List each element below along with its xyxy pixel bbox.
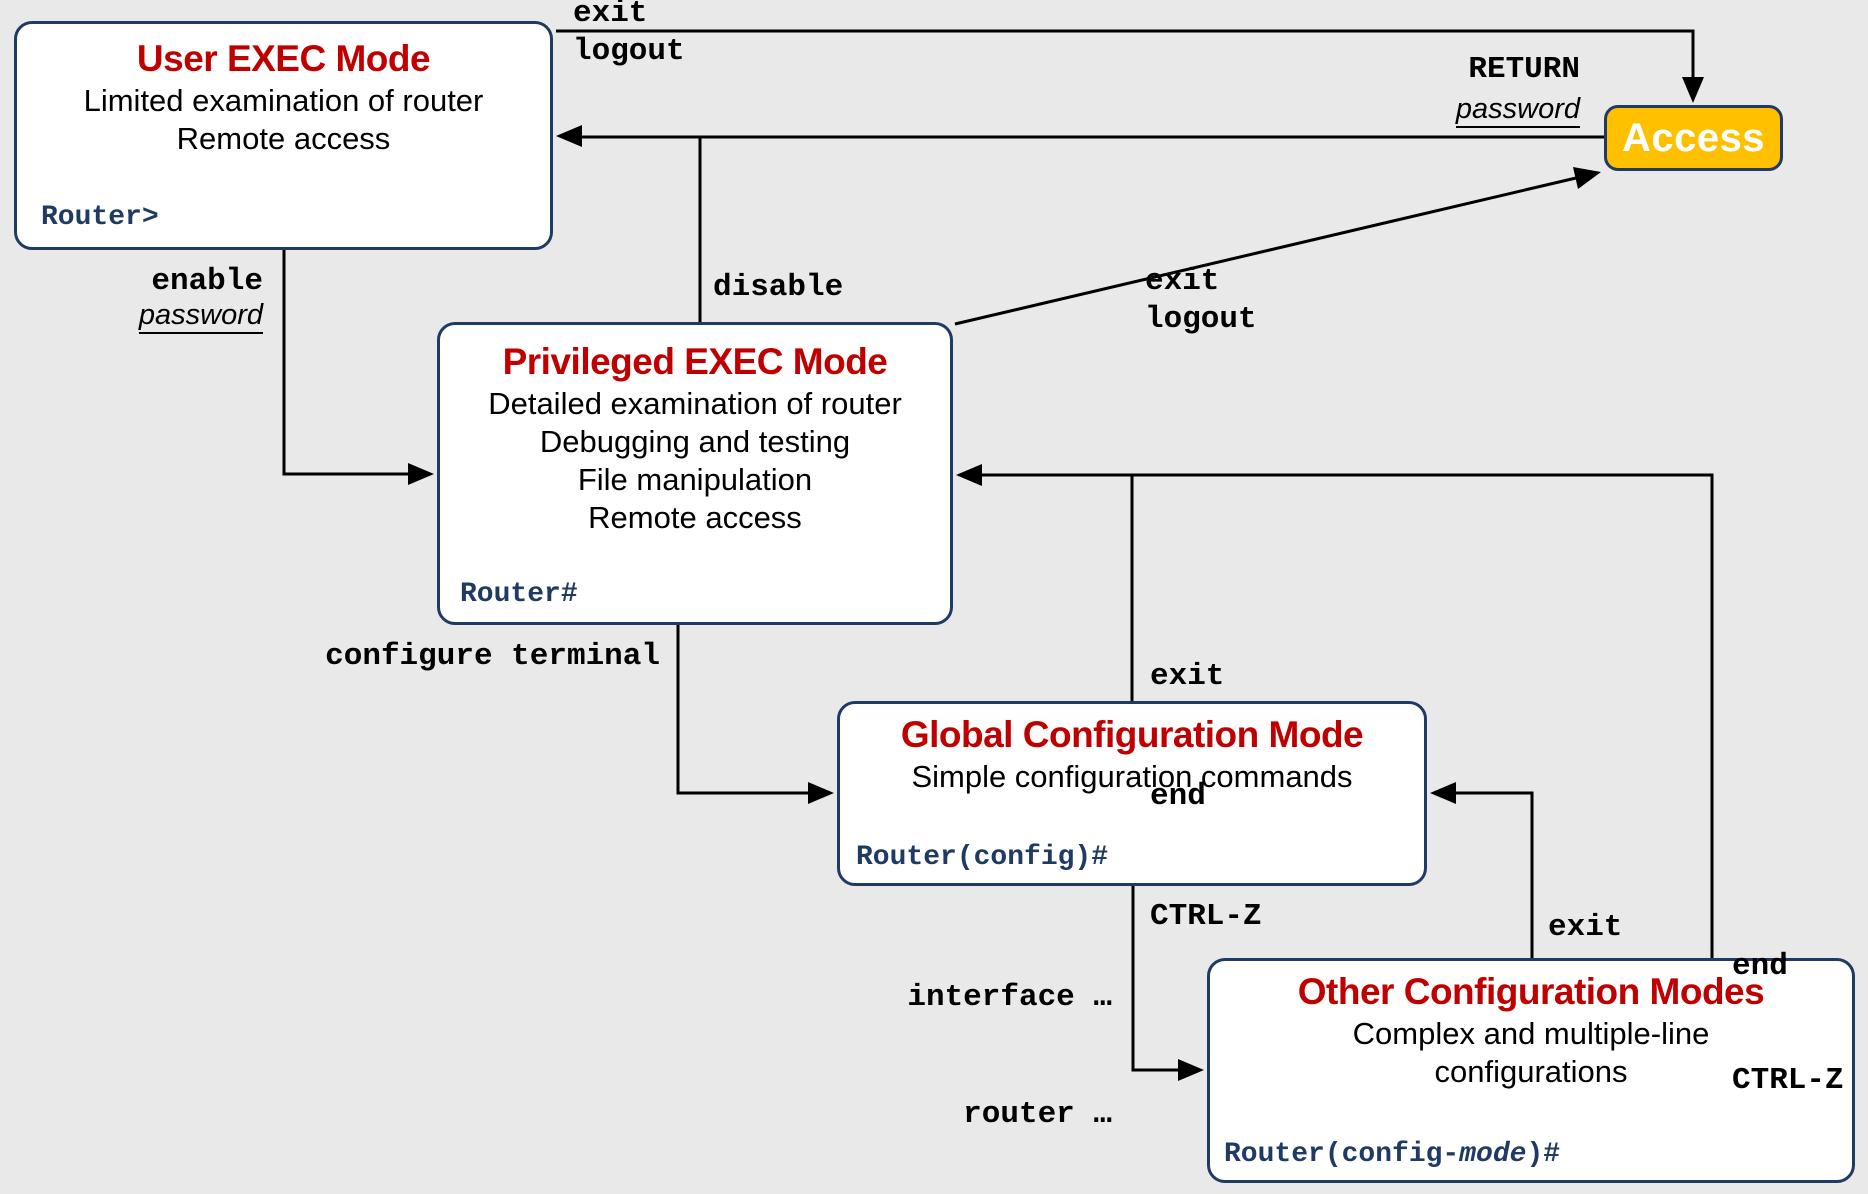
label-enable: enable: [151, 264, 263, 299]
label-end-global-to-priv: end: [1150, 779, 1206, 814]
arrowhead-into-priv-right: [956, 464, 982, 486]
label-other-to-priv-commands: end CTRL-Z: [1732, 872, 1844, 1176]
label-router: router …: [963, 1097, 1112, 1132]
label-password-enable: password: [60, 298, 263, 334]
global-config-prompt: Router(config)#: [856, 842, 1109, 873]
label-logout-priv-to-access: logout: [1145, 302, 1257, 337]
label-exit-priv-to-access: exit: [1145, 264, 1220, 299]
label-return-access-to-user: RETURN: [1468, 52, 1580, 87]
other-config-desc-1: Complex and multiple-line: [1352, 1016, 1710, 1051]
arrowhead-into-priv-left: [408, 463, 434, 485]
privileged-prompt: Router#: [460, 579, 578, 610]
privileged-exec-mode-box: Privileged EXEC Mode Detailed examinatio…: [437, 322, 953, 625]
other-config-desc-2: configurations: [1434, 1054, 1628, 1089]
label-ctrlz-other-to-priv: CTRL-Z: [1732, 1063, 1844, 1098]
other-prompt-suffix: )#: [1526, 1139, 1561, 1170]
edge-priv-to-access: [954, 176, 1577, 326]
arrowhead-into-access-top: [1682, 77, 1704, 103]
label-exit-user-to-access: exit: [573, 0, 648, 31]
label-configure-terminal: configure terminal: [325, 639, 660, 674]
arrowhead-into-other-left: [1178, 1059, 1204, 1081]
other-config-modes-box: Other Configuration Modes Complex and mu…: [1207, 958, 1855, 1183]
label-exit-global-to-priv: exit: [1150, 659, 1225, 694]
arrowhead-into-access-bottom: [1573, 167, 1601, 189]
other-config-prompt: Router(config-mode)#: [1224, 1139, 1560, 1170]
user-exec-desc-1: Limited examination of router: [83, 83, 484, 118]
arrowhead-into-global-left: [808, 782, 834, 804]
privileged-desc-1: Detailed examination of router: [488, 386, 902, 421]
user-exec-title: User EXEC Mode: [136, 38, 431, 79]
label-ctrlz-global-to-priv: CTRL-Z: [1150, 899, 1262, 934]
label-global-to-other-commands: interface … router … line … …: [850, 900, 1112, 1194]
global-config-desc-1: Simple configuration commands: [911, 759, 1353, 794]
label-logout-user-to-access: logout: [573, 34, 685, 69]
access-label: Access: [1621, 115, 1766, 160]
label-disable: disable: [713, 270, 844, 305]
edge-other-to-global: [1453, 791, 1534, 959]
label-exit-other-to-global: exit: [1548, 910, 1623, 945]
arrowhead-into-user-right: [556, 125, 582, 147]
label-interface: interface …: [907, 980, 1112, 1015]
label-global-to-priv-commands: exit end CTRL-Z: [1150, 577, 1262, 1017]
edge-priv-to-global: [676, 625, 810, 795]
user-exec-desc-2: Remote access: [176, 121, 391, 156]
global-config-mode-box: Global Configuration Mode Simple configu…: [837, 701, 1427, 886]
label-password-access-to-user: password: [1330, 92, 1580, 128]
user-exec-prompt: Router>: [41, 202, 159, 233]
other-config-title: Other Configuration Modes: [1297, 971, 1765, 1012]
other-prompt-prefix: Router(config-: [1224, 1139, 1460, 1170]
edge-user-to-priv-enable: [282, 249, 410, 476]
user-exec-mode-box: User EXEC Mode Limited examination of ro…: [14, 21, 553, 250]
privileged-desc-2: Debugging and testing: [539, 424, 851, 459]
label-end-other-to-priv: end: [1732, 949, 1788, 984]
privileged-desc-3: File manipulation: [577, 462, 813, 497]
access-node: Access: [1604, 105, 1783, 171]
privileged-exec-title: Privileged EXEC Mode: [502, 341, 888, 382]
privileged-desc-4: Remote access: [588, 500, 802, 535]
global-config-title: Global Configuration Mode: [900, 714, 1364, 755]
other-prompt-mode: mode: [1459, 1139, 1527, 1170]
arrowhead-into-global-right: [1430, 782, 1456, 804]
